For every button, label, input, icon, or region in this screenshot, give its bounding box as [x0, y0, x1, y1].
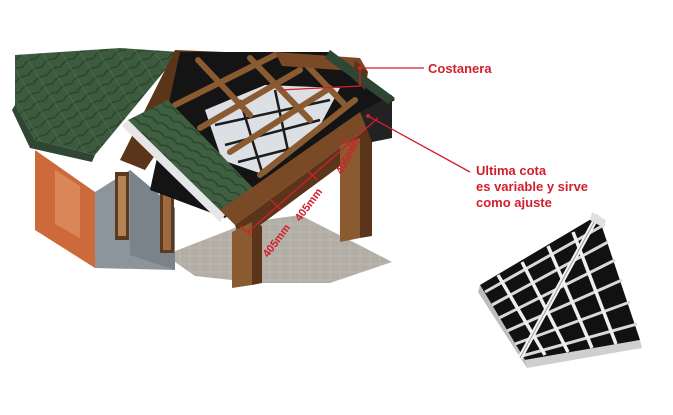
annotation-leaders — [279, 67, 471, 173]
costanera-leader-2 — [279, 68, 361, 91]
house-illustration — [12, 48, 395, 288]
porch-beam — [220, 112, 375, 225]
costanera-label: Costanera — [428, 61, 492, 76]
paving — [165, 215, 392, 283]
dimension-lines — [239, 117, 379, 237]
post-right — [340, 138, 360, 242]
ultima-leader — [367, 115, 471, 173]
roof-framing-detail — [478, 212, 642, 368]
ultima-cota-line-1: Ultima cota — [476, 163, 547, 178]
main-roof — [15, 48, 180, 155]
ultima-cota-note: Ultima cota es variable y sirve como aju… — [476, 163, 588, 211]
rafters — [172, 52, 358, 178]
porch-roof — [128, 100, 255, 215]
post-front — [232, 222, 252, 288]
ultima-cota-line-3: como ajuste — [476, 195, 552, 210]
ultima-cota-line-2: es variable y sirve — [476, 179, 589, 194]
